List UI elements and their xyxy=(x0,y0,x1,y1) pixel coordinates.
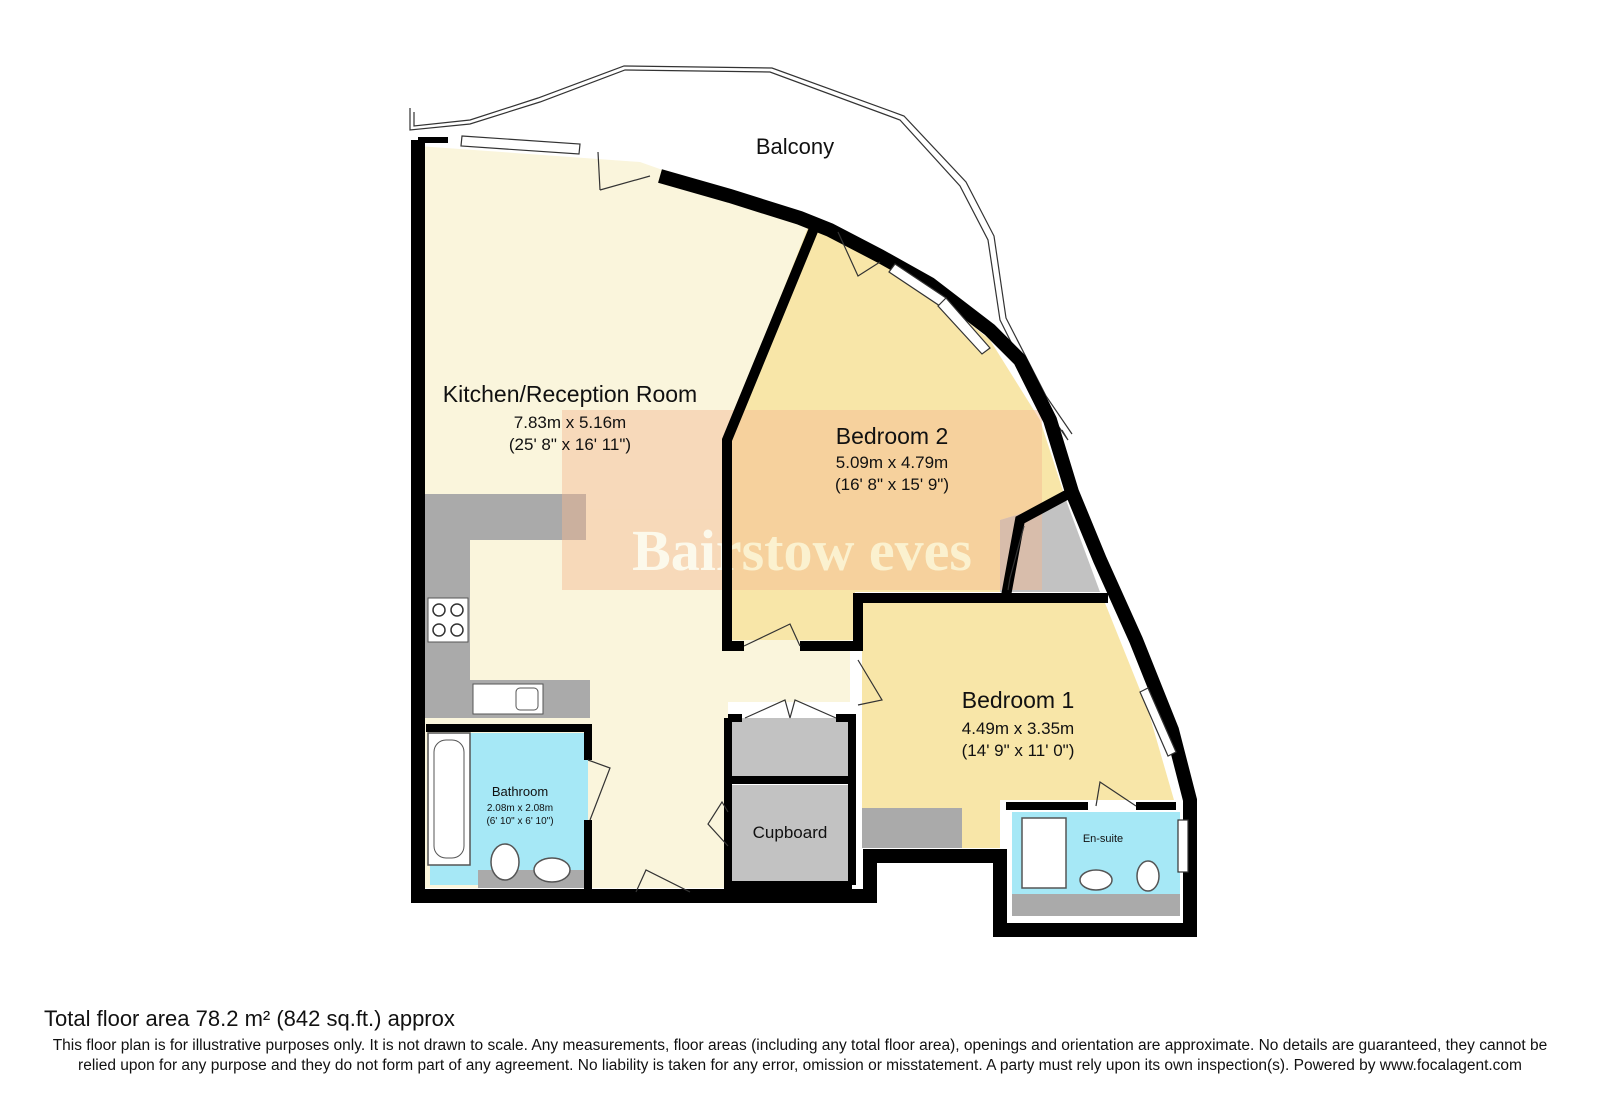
hall-cupboard xyxy=(728,718,852,778)
floor-plan: Bairstow eves Kitchen/Reception Room 7.8… xyxy=(409,65,1197,937)
bathroom-fixtures xyxy=(427,732,586,888)
disclaimer-text: This floor plan is for illustrative purp… xyxy=(52,1037,1548,1074)
svg-text:Bairstow eves: Bairstow eves xyxy=(632,518,972,583)
bedroom1-name: Bedroom 1 xyxy=(962,687,1075,713)
hob-icon xyxy=(427,597,469,643)
kitchen-name: Kitchen/Reception Room xyxy=(443,381,697,407)
bathroom-metric: 2.08m x 2.08m xyxy=(487,803,553,814)
ensuite-toilet-icon xyxy=(1136,860,1160,892)
windows xyxy=(460,135,1189,873)
watermark: Bairstow eves xyxy=(562,410,1042,590)
walkin-wardrobe xyxy=(1000,500,1100,592)
ensuite-name: En-suite xyxy=(1083,833,1123,845)
bedroom2-metric: 5.09m x 4.79m xyxy=(836,453,948,472)
basin-icon xyxy=(533,857,571,883)
balcony-label: Balcony xyxy=(756,134,834,159)
bedroom1-floor xyxy=(855,598,1174,848)
bedroom1-metric: 4.49m x 3.35m xyxy=(962,719,1074,738)
bedroom2-floor xyxy=(727,222,1066,640)
sink-icon xyxy=(472,683,544,715)
cupboard-name: Cupboard xyxy=(753,823,828,842)
total-floor-area: Total floor area 78.2 m² (842 sq.ft.) ap… xyxy=(44,1006,455,1031)
shower-icon xyxy=(1021,817,1067,889)
ensuite-basin-icon xyxy=(1079,869,1113,891)
kitchen-imperial: (25' 8" x 16' 11") xyxy=(509,435,631,454)
cupboard-floor xyxy=(728,785,852,885)
bedroom2-imperial: (16' 8" x 15' 9") xyxy=(835,475,949,494)
kitchen-metric: 7.83m x 5.16m xyxy=(514,413,626,432)
bedroom1-imperial: (14' 9" x 11' 0") xyxy=(962,741,1075,760)
bedroom2-name: Bedroom 2 xyxy=(836,423,949,449)
bathroom-name: Bathroom xyxy=(492,784,548,799)
bath-icon xyxy=(427,732,471,866)
door-swings xyxy=(587,151,1137,893)
wardrobe xyxy=(862,808,962,848)
kitchen-units xyxy=(425,494,590,718)
toilet-icon xyxy=(490,843,520,881)
bathroom-imperial: (6' 10" x 6' 10") xyxy=(486,816,553,827)
walls xyxy=(411,137,1197,937)
ensuite-fixtures xyxy=(1012,817,1180,916)
